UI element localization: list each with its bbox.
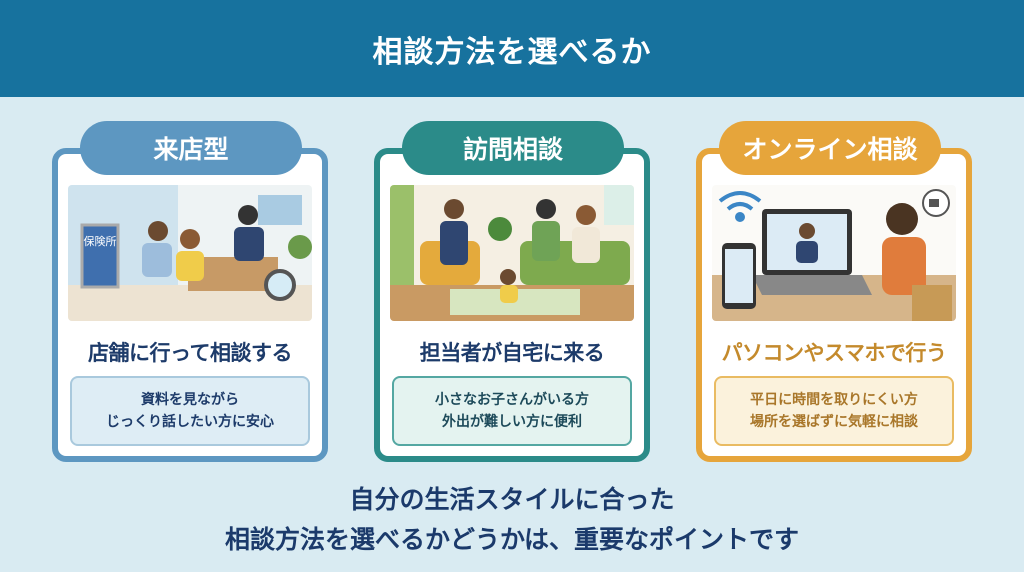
card-subtitle: パソコンやスマホで行う	[721, 341, 947, 365]
note-line: 小さなお子さんがいる方	[435, 392, 589, 408]
wifi-icon	[718, 191, 762, 222]
sign-text: 保険所	[84, 234, 117, 248]
home-visit-illustration	[390, 185, 634, 321]
card-store-visit: 保険所 店舗に行って相談する 資料を見ながら じっくり話したい方に安心	[52, 148, 328, 462]
tab-store: 来店型	[80, 121, 302, 175]
card-home-visit: 担当者が自宅に来る 小さなお子さんがいる方 外出が難しい方に便利	[374, 148, 650, 462]
tab-home-visit: 訪問相談	[402, 121, 624, 175]
store-consultation-illustration: 保険所	[68, 185, 312, 321]
note-line: 資料を見ながら	[141, 392, 239, 408]
note-line: 場所を選ばずに気軽に相談	[750, 414, 918, 430]
card-note: 小さなお子さんがいる方 外出が難しい方に便利	[392, 376, 632, 446]
card-subtitle: 担当者が自宅に来る	[419, 341, 605, 365]
online-consultation-illustration	[712, 185, 956, 321]
note-line: 外出が難しい方に便利	[442, 414, 582, 430]
card-subtitle: 店舗に行って相談する	[88, 341, 292, 365]
page-title: 相談方法を選べるか	[0, 0, 1024, 97]
card-online: パソコンやスマホで行う 平日に時間を取りにくい方 場所を選ばずに気軽に相談	[696, 148, 972, 462]
conclusion-line-2: 相談方法を選べるかどうかは、重要なポイントです	[224, 525, 799, 554]
card-note: 資料を見ながら じっくり話したい方に安心	[70, 376, 310, 446]
conclusion-line-1: 自分の生活スタイルに合った	[349, 485, 675, 514]
magnifier-icon	[264, 269, 296, 301]
note-line: 平日に時間を取りにくい方	[750, 392, 918, 408]
note-line: じっくり話したい方に安心	[106, 414, 274, 430]
tab-online: オンライン相談	[719, 121, 941, 175]
card-note: 平日に時間を取りにくい方 場所を選ばずに気軽に相談	[714, 376, 954, 446]
